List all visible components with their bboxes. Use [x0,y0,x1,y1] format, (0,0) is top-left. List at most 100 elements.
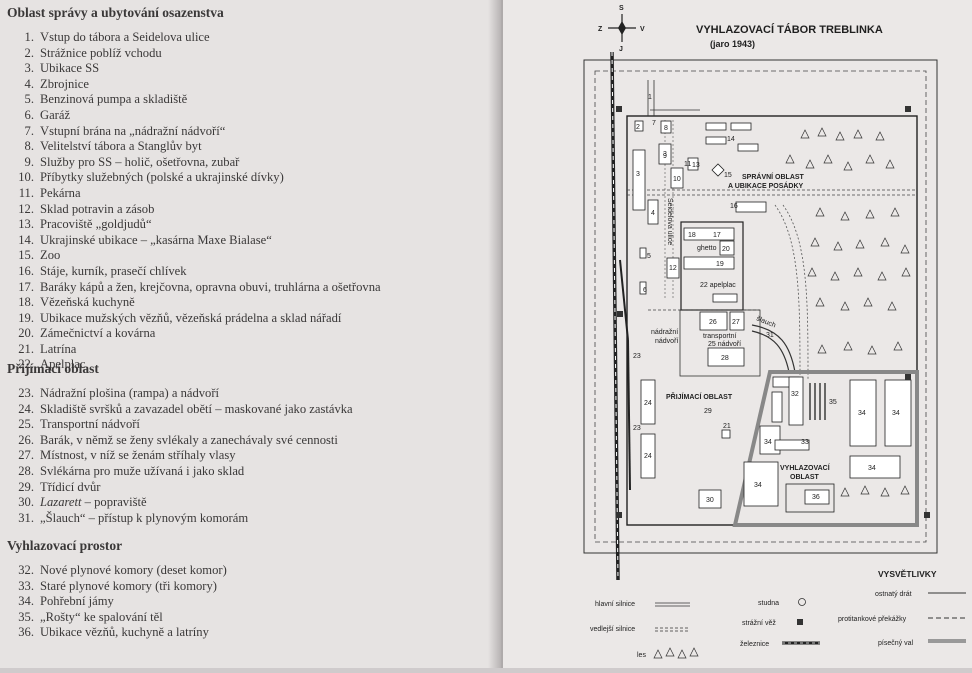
reception-legend-list: 23.Nádražní plošina (rampa) a nádvoří 24… [8,386,353,526]
extermination-area-label-2: OBLAST [790,474,820,481]
legend-well: studna [758,600,779,607]
list-item: 28.Svlékárna pro muže užívaná i jako skl… [18,463,245,478]
list-item: 30.Lazarett – popraviště [18,495,147,510]
list-item: 12.Sklad potravin a zásob [18,201,155,216]
seidel-street-label: Seidelova ulice [666,198,673,245]
list-item: 22.Apelplac [18,357,86,372]
list-item: 32.Nové plynové komory (deset komor) [18,563,227,577]
marker-5: 5 [647,253,651,260]
marker-23: 23 [633,353,641,360]
anti-tank-barrier [594,70,927,543]
compass-north: S [619,5,624,12]
legend-railway: železnice [740,641,769,648]
list-item: 15.Zoo [18,248,61,263]
compass-south: J [619,46,623,53]
left-page: Oblast správy a ubytování osazenstva 1.V… [0,0,500,668]
extermination-area-label: VYHLAZOVACÍ [780,463,831,472]
marker-2: 2 [636,124,640,131]
list-item: 11.Pekárna [18,185,81,200]
compass-icon: S J Z V [598,5,645,53]
list-item: 18.Vězeňská kuchyně [18,295,135,310]
list-item: 23.Nádražní plošina (rampa) a nádvoří [18,386,220,400]
marker-11: 11 [684,161,691,168]
legend-main-road: hlavní silnice [595,601,635,608]
section-title-reception: Přijímací oblast [7,361,99,376]
railway [610,51,631,581]
marker-1: 1 [648,94,652,101]
marker-7: 7 [652,120,656,127]
list-item: 36.Ubikace vězňů, kuchyně a latríny [18,625,209,640]
list-item: 14.Ukrajinské ubikace – „kasárna Maxe Bi… [18,232,272,247]
list-item: 26.Barák, v němž se ženy svlékaly a zane… [18,432,338,447]
legend-title: VYSVĚTLIVKY [878,568,937,579]
list-item: 17.Baráky kápů a žen, krejčovna, opravna… [18,279,381,294]
marker-16: 16 [730,203,738,210]
list-item: 27.Místnost, v níž se ženám stříhaly vla… [18,448,236,463]
marker-3b: 3 [663,151,667,158]
marker-34c: 34 [764,439,772,446]
transport-yard-label-2: 25 nádvoří [708,341,741,348]
legend-sand-wall: písečný val [878,640,913,647]
marker-28: 28 [721,355,729,362]
marker-15: 15 [724,172,732,179]
marker-24b: 24 [644,453,652,460]
compass-west: Z [598,26,603,33]
marker-24: 24 [644,400,652,407]
list-item: 19.Ubikace mužských vězňů, vězeňská prád… [18,310,342,325]
marker-26: 26 [709,319,717,326]
list-item: 20.Zámečnictví a kovárna [18,326,156,341]
watchtower-legend-icon [797,619,803,625]
marker-14: 14 [727,136,735,143]
list-item: 16.Stáje, kurník, prasečí chlívek [18,263,187,278]
legend-watchtower: strážní věž [742,620,776,627]
extermination-legend-list: 32.Nové plynové komory (deset komor) 33.… [8,563,227,641]
list-item: 33.Staré plynové komory (tři komory) [18,578,217,593]
legend-barbed-wire: ostnatý drát [875,591,912,598]
marker-3: 3 [636,171,640,178]
marker-34b: 34 [892,410,900,417]
list-item: 1.Vstup do tábora a Seidelova ulice [24,30,210,44]
marker-34e: 34 [868,465,876,472]
ghetto-label: ghetto [697,245,717,252]
transport-yard-label: transportní [703,333,737,340]
list-item: 10.Příbytky služebných (polské a ukrajin… [18,170,284,185]
marker-20: 20 [722,246,730,253]
compass-east: V [640,26,645,33]
marker-36: 36 [812,494,820,501]
marker-33: 33 [801,439,809,446]
list-item: 21.Latrína [18,341,77,356]
marker-30: 30 [706,497,714,504]
list-item: 3.Ubikace SS [24,61,100,76]
apelplac-label: 22 apelplac [700,282,736,289]
section-title-administration: Oblast správy a ubytování osazenstva [7,5,224,20]
marker-19: 19 [716,261,724,268]
list-item: 9.Služby pro SS – holič, ošetřovna, zuba… [24,154,240,169]
treblinka-map: S J Z V VYHLAZOVACÍ TÁBOR TREBLINKA (jar… [583,5,966,659]
marker-8: 8 [664,125,668,132]
marker-32: 32 [791,391,799,398]
reception-area-label: PŘIJÍMACÍ OBLAST [666,392,733,401]
admin-area-label: SPRÁVNÍ OBLAST [742,172,805,181]
marker-35: 35 [829,399,837,406]
marker-13: 13 [692,162,700,169]
right-page: S J Z V VYHLAZOVACÍ TÁBOR TREBLINKA (jar… [503,0,972,668]
list-item: 24.Skladiště svršků a zavazadel obětí – … [18,401,353,416]
list-item: 34.Pohřební jámy [18,594,114,609]
list-item: 8.Velitelství tábora a Stanglův byt [24,139,202,154]
marker-10: 10 [673,176,681,183]
legend-side-road: vedlejší silnice [590,626,635,633]
marker-6: 6 [643,287,647,294]
list-item: 2.Strážnice poblíž vchodu [24,45,162,60]
marker-31: 31 [766,332,774,339]
list-item: 13.Pracoviště „goldjudů“ [18,217,152,232]
marker-17: 17 [713,232,721,239]
outer-fence [583,59,938,554]
marker-9: 9 [663,153,667,160]
marker-23b: 23 [633,425,641,432]
list-item: 31.„Šlauch“ – přístup k plynovým komorám [18,510,249,525]
list-item: 25.Transportní nádvoří [18,417,140,432]
slauch-label: šlauch [755,315,776,329]
marker-29: 29 [704,408,712,415]
list-item: 6.Garáž [24,107,71,122]
list-item: 4.Zbrojnice [24,76,89,91]
